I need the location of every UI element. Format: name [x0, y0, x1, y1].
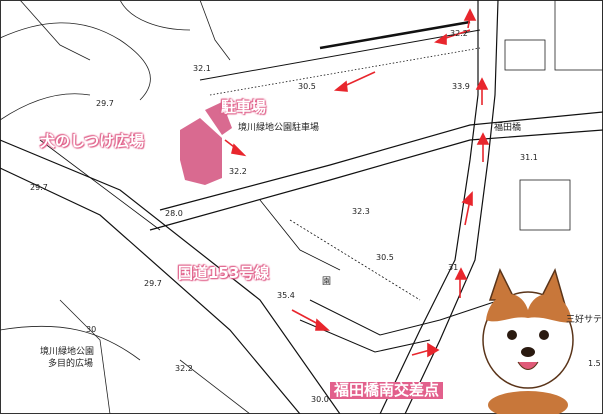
elevation: 33.9: [452, 82, 470, 91]
building-outline: [504, 39, 546, 71]
elevation: 31.1: [520, 153, 538, 162]
park-multi-label-1: 境川緑地公園: [40, 347, 95, 357]
elevation: 32.2: [175, 364, 193, 373]
route-arrows: [224, 8, 490, 358]
embankment-bold: [319, 20, 471, 50]
highway-edge: [0, 167, 301, 414]
contour-line: [119, 0, 191, 31]
contour-line: [259, 199, 341, 271]
embankment-hatching: [209, 47, 481, 96]
road-edge: [309, 299, 501, 336]
route-callout: 国道153号線: [178, 264, 270, 282]
sanyo-label: 三好サテ: [566, 315, 603, 325]
school-label: 園: [322, 277, 332, 287]
elevation: 29.7: [96, 99, 114, 108]
parking-area: [205, 102, 232, 135]
building-outline: [554, 0, 603, 71]
elevation: 1.5: [588, 359, 601, 368]
elevation: 29.7: [30, 183, 48, 192]
fukuda-bashi-label: 福田橋: [494, 123, 522, 133]
dog-park-callout: 犬のしつけ広場: [40, 132, 145, 150]
elevation: 31: [448, 263, 459, 272]
contour-line: [59, 299, 111, 414]
elevation: 35.4: [277, 291, 295, 300]
contour-line: [0, 22, 151, 101]
elevation: 30.5: [376, 253, 394, 262]
building-outline: [519, 179, 571, 231]
embankment: [199, 29, 481, 81]
dog-mascot-icon: [482, 267, 574, 414]
highway-lane: [39, 139, 161, 231]
elevation: 32.3: [352, 207, 370, 216]
elevation: 28.0: [165, 209, 183, 218]
elevation: 29.7: [144, 279, 162, 288]
park-multi-label-2: 多目的広場: [48, 359, 94, 369]
contour-line: [0, 325, 141, 361]
intersection-callout: 福田橋南交差点: [330, 382, 444, 399]
hatched-slope: [289, 219, 421, 301]
elevation: 30: [86, 325, 97, 334]
elevation: 32.2: [229, 167, 247, 176]
elevation: 30.5: [298, 82, 316, 91]
contour-line: [179, 359, 251, 414]
road-edge: [159, 111, 603, 211]
park-parking-label: 境川緑地公園駐車場: [238, 123, 320, 133]
contour-line: [0, 93, 91, 121]
contour-line: [19, 0, 91, 61]
elevation: 32.1: [193, 64, 211, 73]
contour-line: [199, 0, 231, 61]
road-edge: [149, 129, 603, 231]
elevation: 32.2: [450, 29, 468, 38]
highway-edge: [0, 139, 341, 414]
parking-callout: 駐車場: [221, 98, 267, 116]
dog-park-area: [180, 118, 222, 185]
elevation: 30.0: [311, 395, 329, 404]
